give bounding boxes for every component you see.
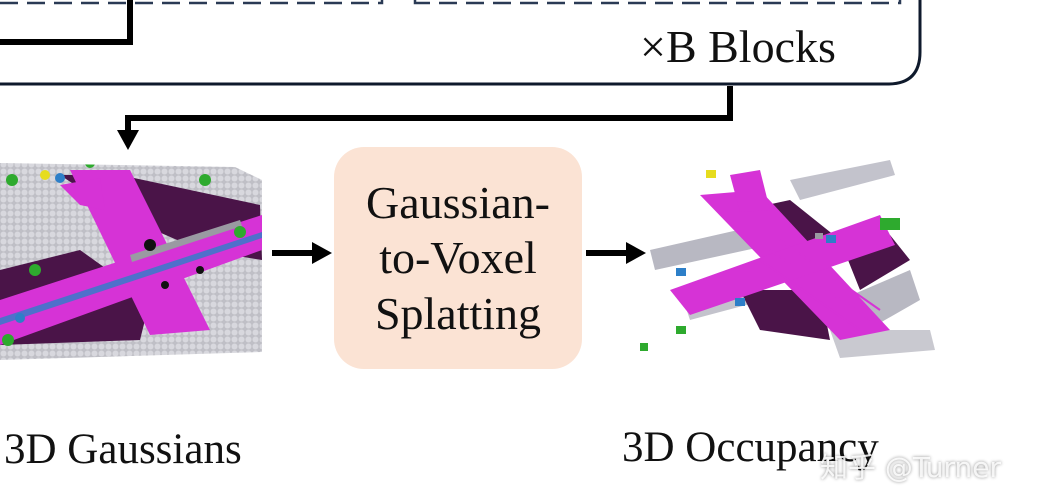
splat-box-line-2: to-Voxel (379, 232, 537, 284)
dashed-module-box-left (0, 0, 384, 5)
splat-box-line-3: Splatting (374, 287, 542, 339)
blocks-count-label: ×B Blocks (640, 21, 836, 72)
splat-box-line-1: Gaussian- (366, 177, 550, 229)
watermark-text: 知乎 @Turner (820, 451, 1002, 484)
gaussians-point-cloud (0, 163, 262, 360)
block-loop-line (0, 0, 133, 45)
dashed-module-box-right (413, 0, 902, 5)
gaussians-to-splat-arrowhead (312, 242, 332, 264)
splat-to-occupancy-arrowhead (626, 242, 646, 264)
blocks-to-gaussians-arrow-line (125, 86, 733, 132)
occupancy-voxel-grid (640, 160, 935, 358)
gaussians-caption: 3D Gaussians (4, 426, 242, 473)
occupancy-caption: 3D Occupancy (622, 424, 879, 471)
blocks-container (0, 0, 922, 86)
gaussian-to-voxel-splatting-box: Gaussian- to-Voxel Splatting (334, 147, 582, 369)
blocks-to-gaussians-arrowhead (117, 130, 139, 150)
